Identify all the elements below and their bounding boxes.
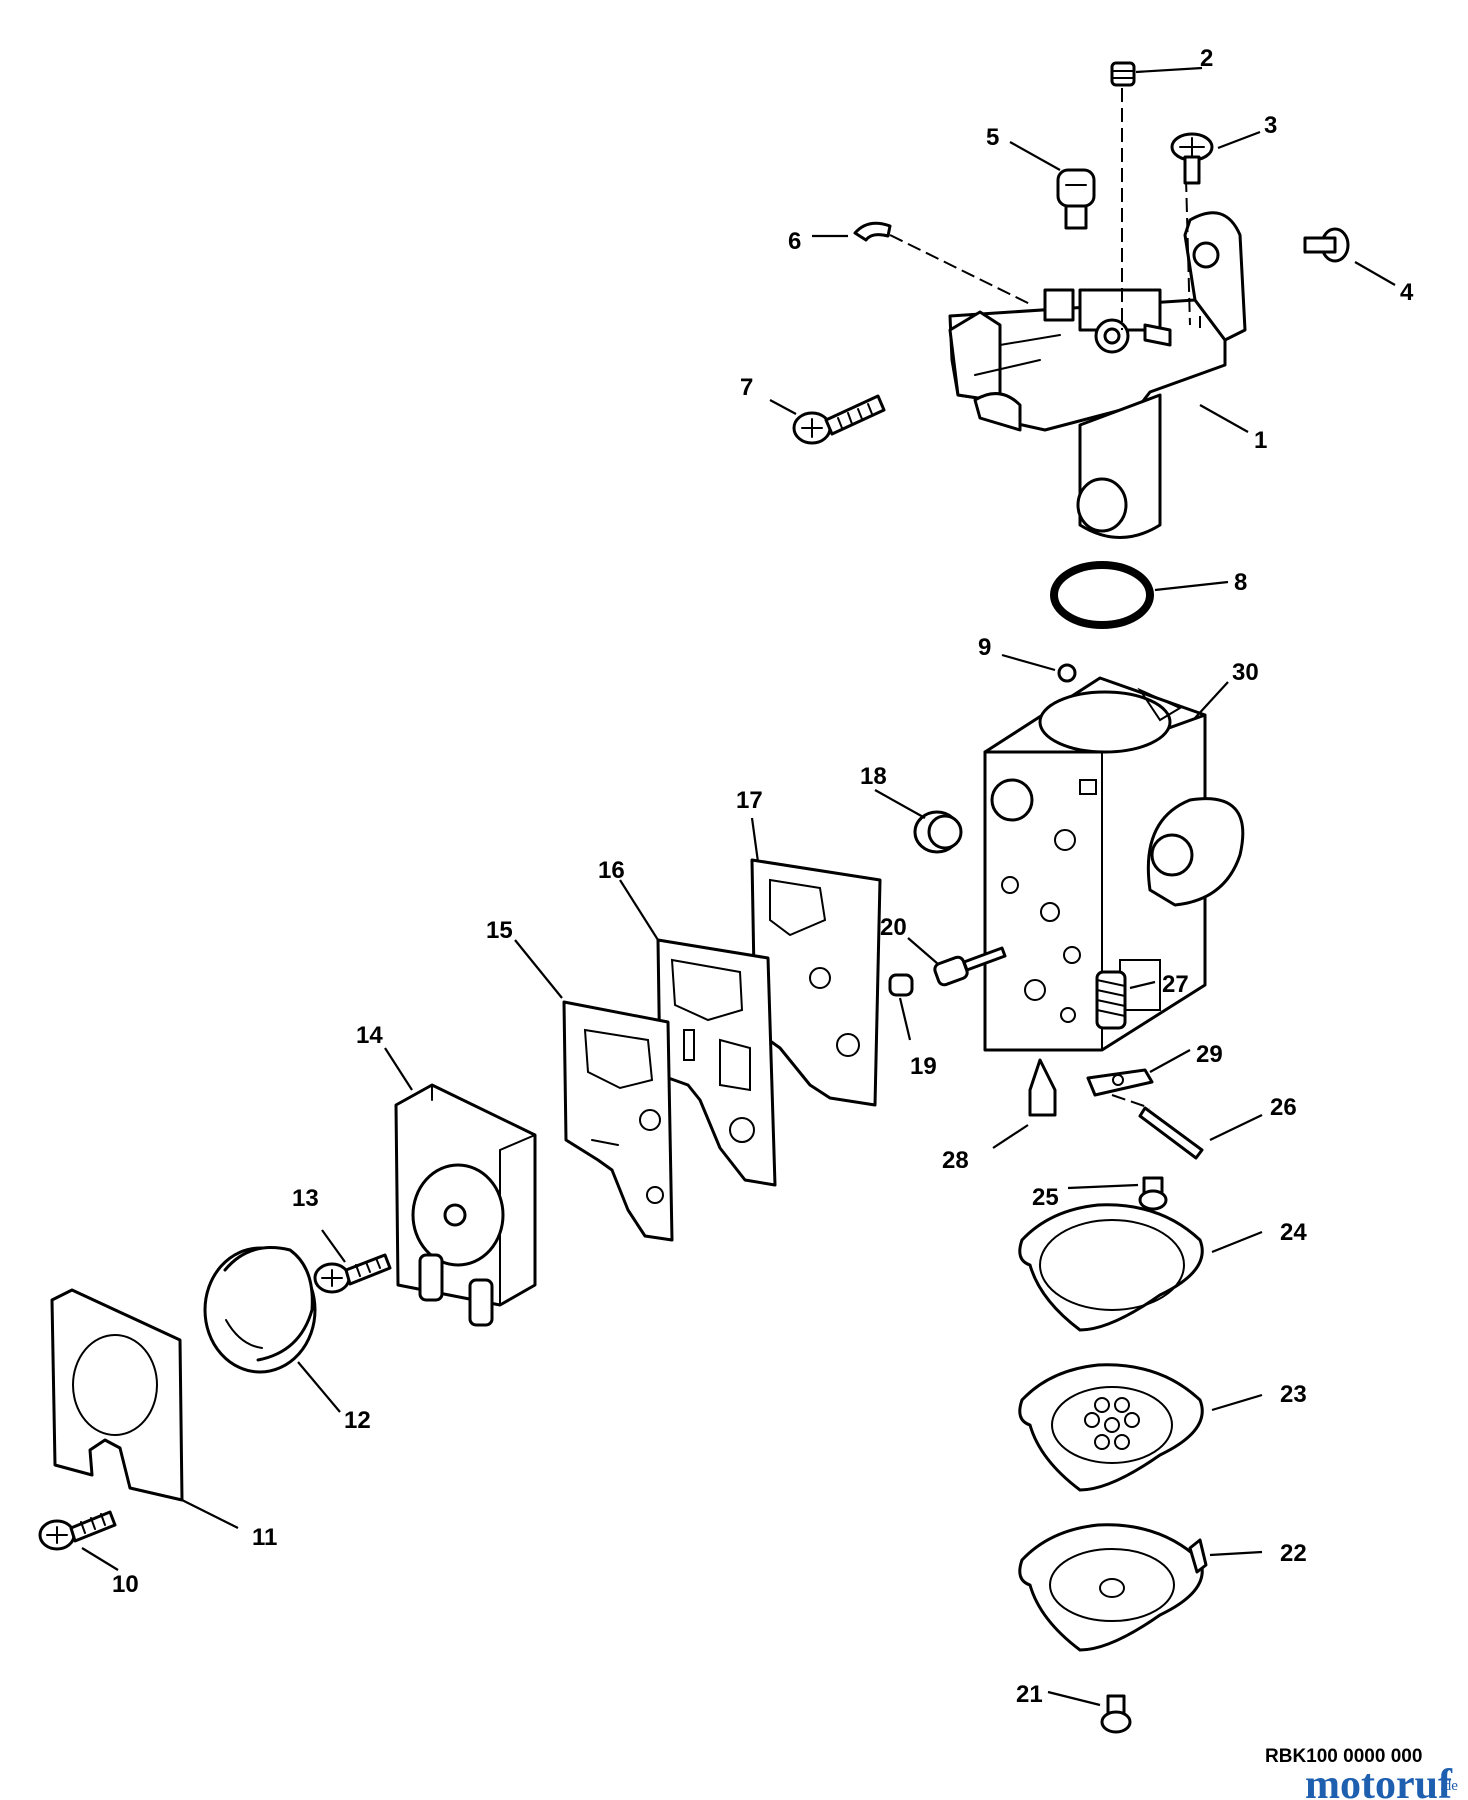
- callout-25: 25: [1032, 1184, 1059, 1211]
- callout-8: 8: [1234, 569, 1247, 596]
- part-2-plug: [1110, 61, 1136, 87]
- leader-lines: [81, 66, 1396, 1707]
- callout-13: 13: [292, 1185, 319, 1212]
- part-22-metering-diaphragm: [1018, 1523, 1208, 1652]
- part-12-primer-bulb: [203, 1246, 317, 1374]
- callout-23: 23: [1280, 1381, 1307, 1408]
- part-16-gasket: [656, 938, 777, 1187]
- watermark-logo: motoruf .de: [1305, 1762, 1458, 1800]
- part-30-carburetor-body: [983, 676, 1245, 1052]
- callout-4: 4: [1400, 279, 1414, 306]
- callout-29: 29: [1196, 1041, 1223, 1068]
- part-21-screw: [1100, 1694, 1132, 1734]
- part-23-diaphragm: [1018, 1363, 1204, 1492]
- callout-10: 10: [112, 1571, 139, 1598]
- part-20-needle-valve: [933, 946, 1007, 987]
- callout-16: 16: [598, 857, 625, 884]
- watermark-suffix: .de: [1440, 1778, 1458, 1794]
- callout-17: 17: [736, 787, 763, 814]
- callout-3: 3: [1264, 112, 1277, 139]
- part-7-long-screw: [792, 394, 886, 445]
- callout-19: 19: [910, 1053, 937, 1080]
- callout-14: 14: [356, 1022, 383, 1049]
- part-18-filter-screen: [913, 810, 963, 854]
- part-13-screw: [313, 1253, 392, 1294]
- callout-21: 21: [1016, 1681, 1043, 1708]
- part-14-pump-cover: [394, 1083, 537, 1327]
- callout-5: 5: [986, 124, 999, 151]
- watermark-brand: motoruf: [1305, 1762, 1453, 1800]
- part-26-pin: [1138, 1106, 1204, 1160]
- part-5-adjusting-screw: [1056, 168, 1096, 230]
- callout-30: 30: [1232, 659, 1259, 686]
- callout-12: 12: [344, 1407, 371, 1434]
- part-9-ball: [1057, 663, 1077, 683]
- part-24-gasket: [1018, 1203, 1204, 1332]
- callout-1: 1: [1254, 427, 1267, 454]
- callout-9: 9: [978, 634, 991, 661]
- part-11-gasket: [50, 1288, 184, 1502]
- callout-20: 20: [880, 914, 907, 941]
- part-1-throttle-body: [948, 211, 1247, 539]
- part-15-gasket: [562, 1000, 674, 1242]
- callout-27: 27: [1162, 971, 1189, 998]
- part-29-lever: [1086, 1068, 1154, 1097]
- callout-2: 2: [1200, 45, 1213, 72]
- callout-labels: 2 3 4 5 6 7 1 8 9 30 18 17 16 15 20 27 1…: [112, 45, 1414, 1708]
- callout-28: 28: [942, 1147, 969, 1174]
- part-4-screw: [1303, 227, 1350, 263]
- callout-7: 7: [740, 374, 753, 401]
- callout-22: 22: [1280, 1540, 1307, 1567]
- part-27-spring: [1095, 970, 1127, 1030]
- part-6-e-clip: [853, 221, 892, 242]
- callout-24: 24: [1280, 1219, 1307, 1246]
- callout-15: 15: [486, 917, 513, 944]
- callout-18: 18: [860, 763, 887, 790]
- callout-26: 26: [1270, 1094, 1297, 1121]
- part-25-screw: [1138, 1176, 1168, 1211]
- diagram-code: RBK100 0000 000: [1265, 1746, 1422, 1767]
- part-8-o-ring: [1050, 561, 1154, 629]
- callout-6: 6: [788, 228, 801, 255]
- part-28-inlet-needle: [1028, 1058, 1057, 1117]
- part-10-screw: [38, 1510, 117, 1551]
- part-19-spring: [888, 973, 914, 997]
- part-3-screw: [1170, 132, 1214, 185]
- callout-11: 11: [252, 1524, 277, 1551]
